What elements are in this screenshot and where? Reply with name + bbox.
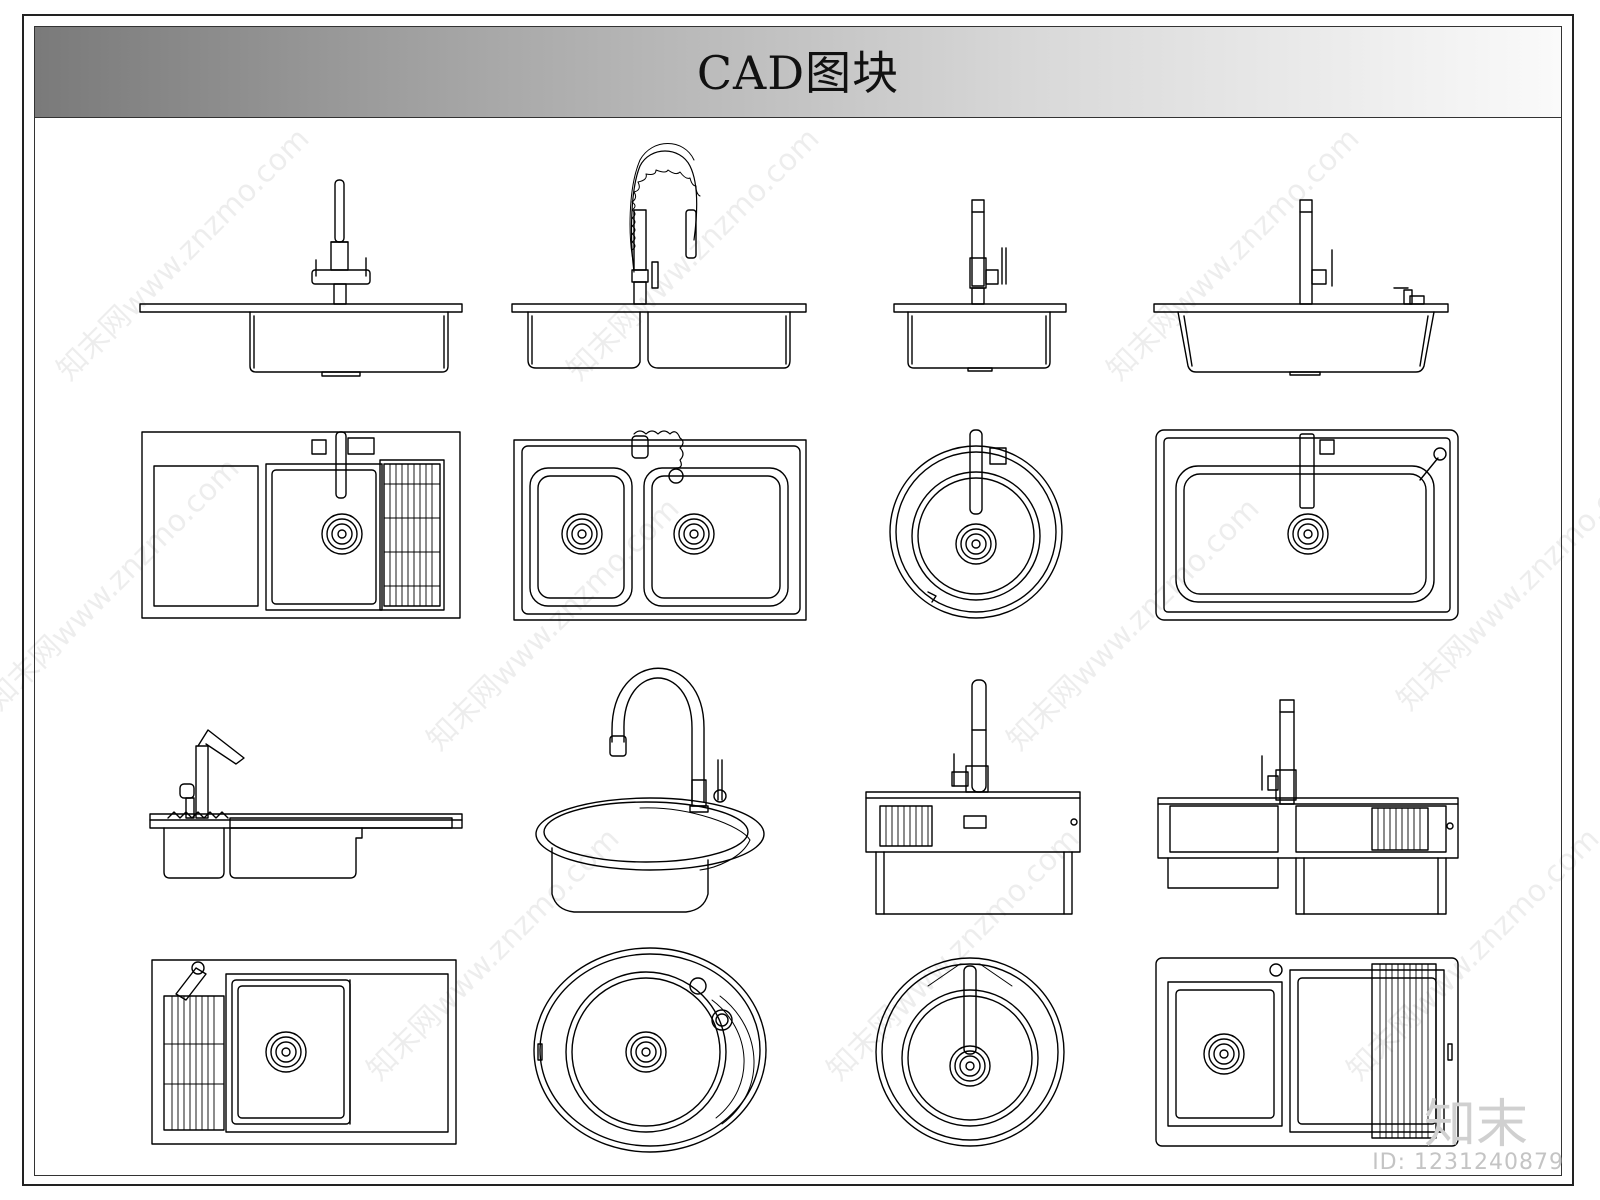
sheet-frame: CAD图块 (34, 26, 1562, 1176)
brand-id-label: ID: 1231240879 (1372, 1150, 1564, 1175)
sink-top-oval-drainboard (534, 948, 766, 1152)
sink-top-rack-drainboard (152, 960, 456, 1144)
sheet-title: CAD图块 (696, 46, 900, 100)
sink-top-round (890, 430, 1062, 618)
sink-front-rack-angled-spout (150, 730, 462, 878)
sink-top-double-bowl (514, 431, 806, 620)
sink-front-double-bowl-spring-faucet (512, 144, 806, 369)
sink-top-double-bowl-rack (1156, 958, 1458, 1146)
sink-top-drainboard-rack (142, 432, 460, 618)
sink-front-handmade-double (1158, 700, 1458, 914)
drawing-sheet: CAD图块 (22, 14, 1574, 1186)
sink-front-single-bowl-soap-dispenser (1154, 200, 1448, 375)
brand-logo: 知末 (1423, 1095, 1528, 1155)
sink-top-round-2 (876, 958, 1064, 1146)
title-banner: CAD图块 (35, 27, 1561, 118)
sink-front-drainboard-dual-handle (140, 180, 462, 376)
sink-front-single-bowl-lever (894, 200, 1066, 371)
sink-top-large-single-bowl (1156, 430, 1458, 620)
sink-front-oval-gooseneck (536, 668, 764, 912)
sink-front-handmade-single (866, 680, 1080, 914)
